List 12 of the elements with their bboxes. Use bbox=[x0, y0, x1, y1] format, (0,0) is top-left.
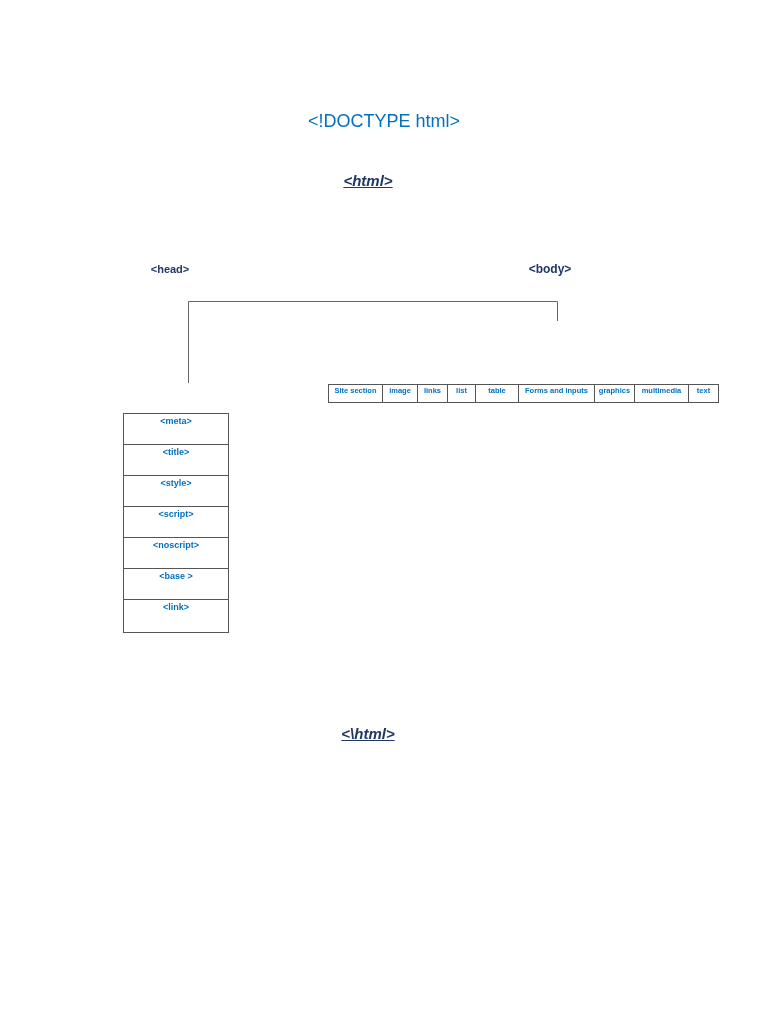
tag-box: <title> bbox=[123, 444, 229, 476]
closing-tag-heading: <\html> bbox=[341, 726, 395, 741]
tag-box: <noscript> bbox=[123, 537, 229, 569]
doctype-heading: <!DOCTYPE html> bbox=[308, 112, 460, 130]
tag-box: <base > bbox=[123, 568, 229, 600]
tag-box: <meta> bbox=[123, 413, 229, 445]
tag-box: <style> bbox=[123, 475, 229, 507]
root-tag-heading: <html> bbox=[343, 173, 393, 188]
tag-box: <link> bbox=[123, 599, 229, 633]
section-heading: <body> bbox=[528, 263, 572, 275]
tag-box: <script> bbox=[123, 506, 229, 538]
section-heading: <head> bbox=[150, 264, 190, 275]
